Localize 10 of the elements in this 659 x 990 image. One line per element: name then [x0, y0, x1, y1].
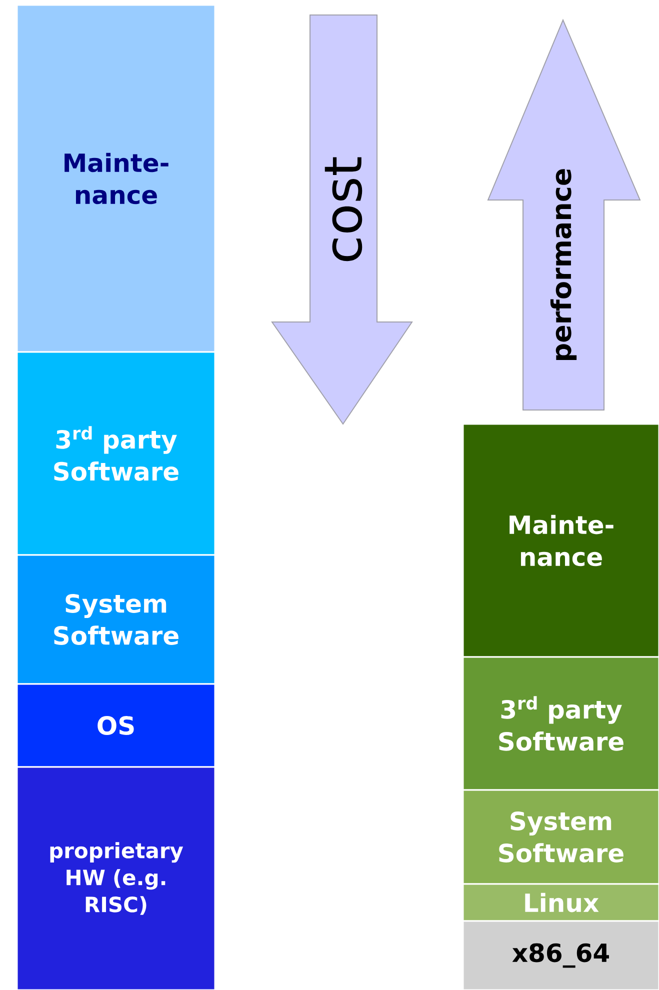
stack-layer: System Software: [462, 789, 659, 885]
stack-layer: 3$^{rd}$ party Software: [462, 656, 659, 791]
stack-layer: 3$^{rd}$ party Software: [16, 351, 216, 556]
stack-layer: proprietary HW (e.g. RISC): [16, 766, 216, 990]
stack-layer: Mainte- nance: [462, 423, 659, 658]
stack-layer: x86_64: [462, 920, 659, 990]
stack-layer: Mainte- nance: [16, 4, 216, 353]
stack-layer: OS: [16, 683, 216, 768]
stack-layer: Linux: [462, 883, 659, 922]
stack-layer: System Software: [16, 554, 216, 685]
